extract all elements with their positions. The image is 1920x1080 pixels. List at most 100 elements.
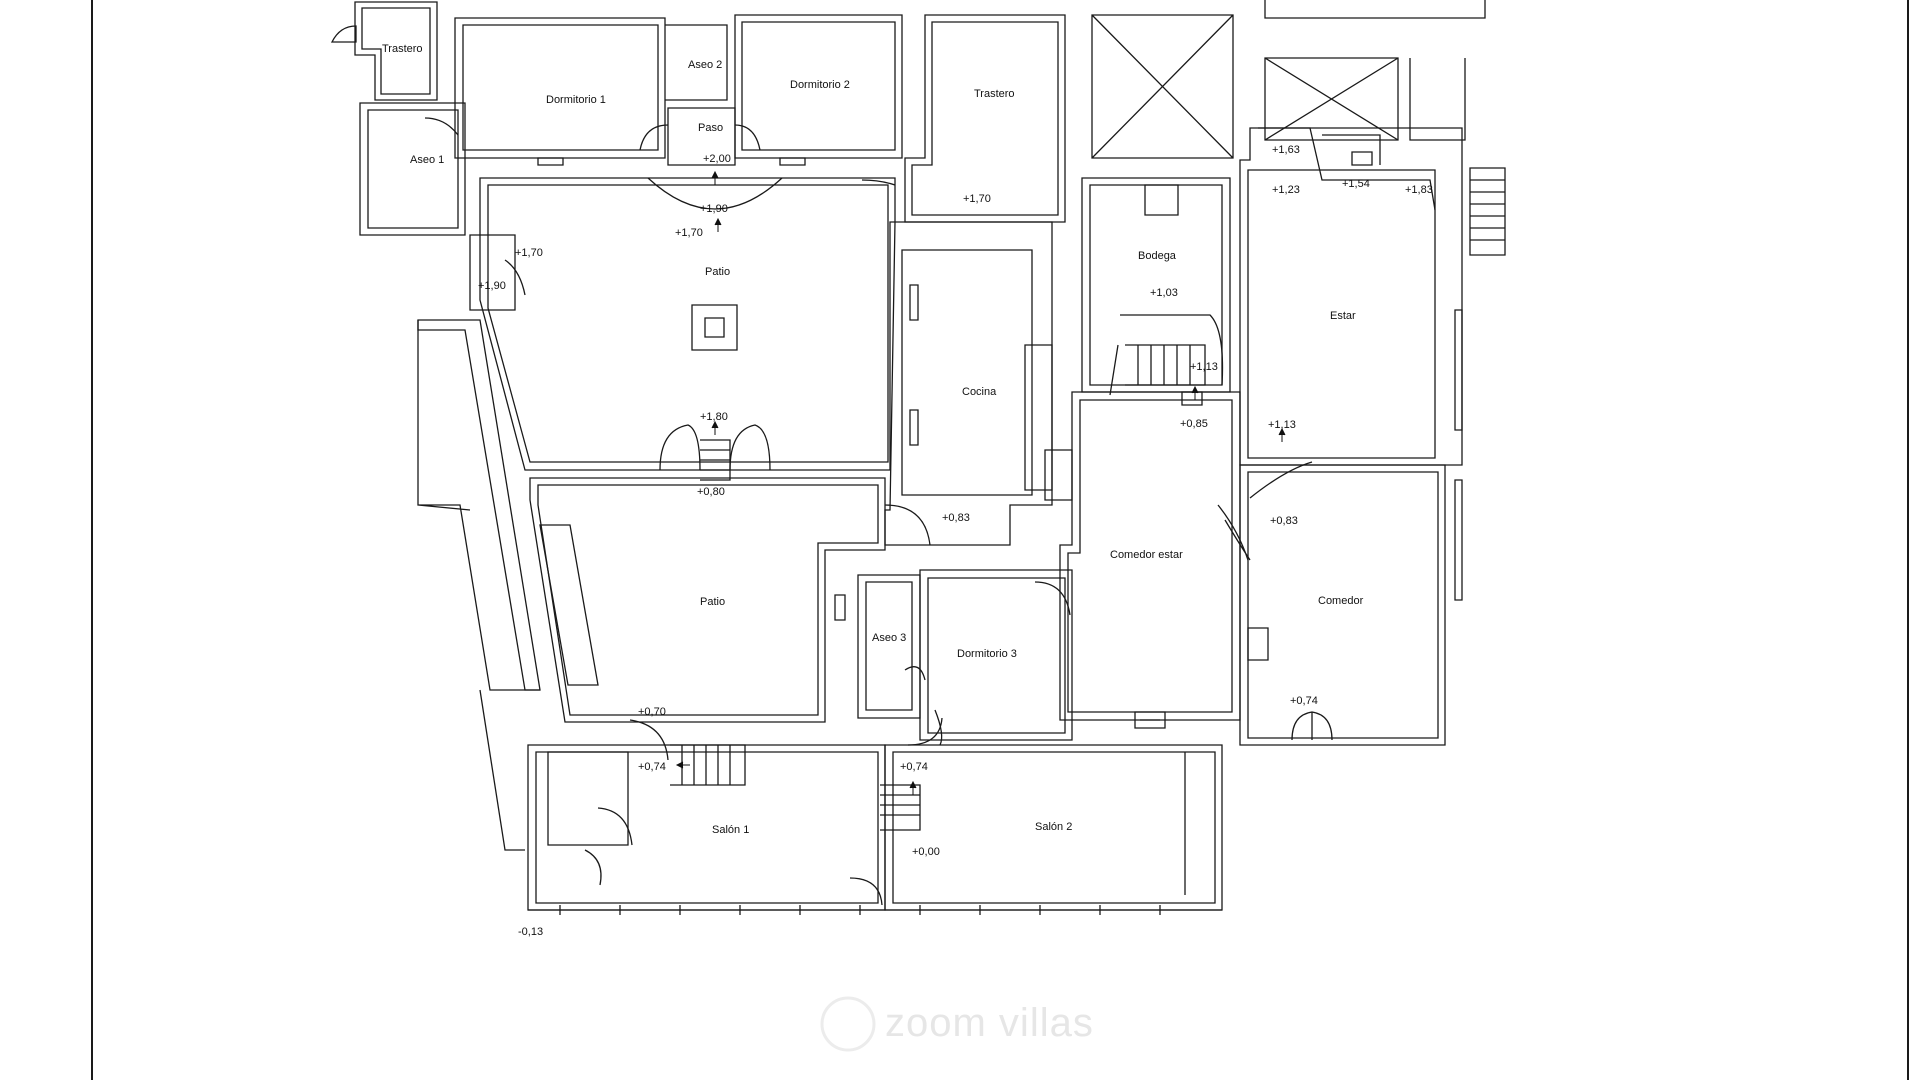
bodega-step-box [1181,391,1203,406]
label-paso: Paso [698,122,723,134]
level-trastero-1-70: +1,70 [963,193,991,205]
comedor-estar-window [1134,711,1166,729]
level-salon2-0-00: +0,00 [912,846,940,858]
cocina-door [884,504,931,546]
window-patio-lower [834,594,846,621]
level-side-1-70: +1,70 [515,247,543,259]
arrow-estar [1278,427,1286,442]
top-right-wall [1264,0,1486,141]
frontage-ticks [559,905,1161,915]
patio-arch-left [659,424,701,471]
level-side-1-90: +1,90 [478,280,506,292]
trastero-top-left-wall [354,1,438,101]
paso-wall [667,107,736,166]
level-estar-1-23: +1,23 [1272,184,1300,196]
estar-fireplace [1351,151,1373,166]
salon-2-stairs [880,784,921,831]
comedor-estar-door [1217,504,1251,561]
level-salon1-0-74: +0,74 [638,761,666,773]
left-wall-segment [479,689,525,851]
paso-door-left [639,124,669,151]
arrow-salon1 [675,761,690,769]
level-paso-2-00: +2,00 [703,153,731,165]
label-cocina: Cocina [962,386,997,398]
arrow-paso [711,170,719,185]
level-patio-1-80: +1,80 [700,411,728,423]
level-comedor-0-83: +0,83 [1270,515,1298,527]
side-corridor-door [504,259,526,296]
watermark: zoom villas [820,996,1093,1052]
estar-corner [1258,127,1436,211]
level-street-minus-0-13: -0,13 [518,926,543,938]
patio-arch-right [729,424,771,471]
aseo-3-wall [857,574,921,719]
level-patio-1-70: +1,70 [675,227,703,239]
level-patio-0-80: +0,80 [697,486,725,498]
patio-drain [691,304,738,351]
label-dormitorio-1: Dormitorio 1 [546,94,606,106]
side-corridor-wall [469,234,516,311]
window-dorm2 [779,157,806,166]
label-aseo-2: Aseo 2 [688,59,722,71]
window-dorm1 [537,157,564,166]
level-bodega-1-03: +1,03 [1150,287,1178,299]
comedor-fireplace [1247,627,1269,661]
patio-lower-planter [539,524,599,686]
estar-door [1249,461,1313,499]
cocina-wall [884,221,1053,546]
level-bodega-0-85: +0,85 [1180,418,1208,430]
label-trastero-top: Trastero [974,88,1015,100]
label-estar: Estar [1330,310,1356,322]
label-aseo-3: Aseo 3 [872,632,906,644]
window-cocina [909,284,919,446]
watermark-logo-icon [820,996,876,1052]
level-patio-1-90: +1,90 [700,203,728,215]
comedor-window-col [1454,309,1463,601]
comedor-door [1291,711,1333,741]
skylight-1 [1091,14,1234,159]
label-comedor-estar: Comedor estar [1110,549,1183,561]
paso-door-right [734,124,761,151]
label-aseo-1: Aseo 1 [410,154,444,166]
skylight-2 [1264,57,1399,141]
arrow-patio-steps [711,420,719,435]
label-bodega: Bodega [1138,250,1177,262]
bodega-niche [1144,184,1179,216]
label-dormitorio-3: Dormitorio 3 [957,648,1017,660]
level-patio-0-70: +0,70 [638,706,666,718]
aseo-1-wall [359,102,466,236]
level-comedor-0-74: +0,74 [1290,695,1318,707]
salon-1-step-door [629,719,669,761]
salon-1-cabinet [547,751,629,846]
label-comedor: Comedor [1318,595,1364,607]
level-estar-1-13: +1,13 [1268,419,1296,431]
left-long-wall-inner [417,320,540,691]
arrow-salon2 [909,780,917,795]
level-estar-1-54: +1,54 [1342,178,1370,190]
label-salon-1: Salón 1 [712,824,749,836]
label-dormitorio-2: Dormitorio 2 [790,79,850,91]
label-salon-2: Salón 2 [1035,821,1072,833]
patio-lower-wall [529,477,886,723]
dormitorio-3-door-right [1034,581,1071,616]
arrow-bodega [1191,385,1199,400]
bodega-stair-curve [1109,314,1224,396]
bodega-wall [1081,177,1231,393]
label-patio-upper: Patio [705,266,730,278]
level-estar-1-63: +1,63 [1272,144,1300,156]
arrow-patio [714,217,722,232]
patio-steps [700,439,731,481]
dormitorio-3-wall [919,569,1073,741]
level-cocina-0-83: +0,83 [942,512,970,524]
level-bodega-1-13: +1,13 [1190,361,1218,373]
patio-upper-wall [479,177,896,471]
aseo-2-wall [665,24,728,101]
dormitorio-1-wall [454,17,666,159]
level-salon2-0-74: +0,74 [900,761,928,773]
dormitorio-3-door [904,666,943,746]
trastero-door-swing [330,25,357,43]
right-stairs [1469,167,1506,256]
trastero-door [861,179,896,186]
salon-2-door [907,717,943,746]
